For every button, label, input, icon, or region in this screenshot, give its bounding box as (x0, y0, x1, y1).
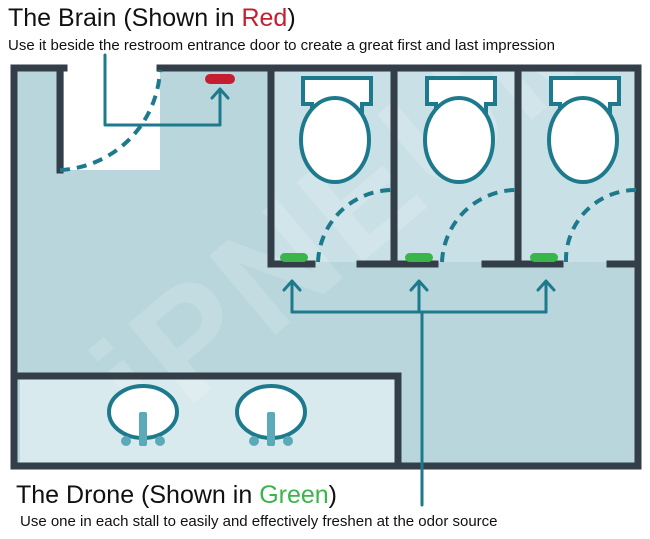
sink-counter (20, 378, 396, 466)
sink-1 (107, 384, 179, 446)
drone-device-2 (405, 253, 433, 262)
sink-2 (235, 384, 307, 446)
drone-description: Use one in each stall to easily and effe… (20, 513, 498, 530)
door-swings (59, 69, 637, 263)
drone-device-3 (530, 253, 558, 262)
drone-title: The Drone (Shown in Green) (16, 481, 337, 509)
brain-description: Use it beside the restroom entrance door… (8, 37, 555, 54)
drone-color-word: Green (259, 481, 329, 509)
toilet-2 (423, 76, 497, 184)
callout-arrows (103, 53, 556, 507)
brain-color-word: Red (241, 4, 288, 32)
brain-device (205, 74, 235, 84)
toilet-1 (299, 76, 373, 184)
walls (10, 64, 642, 470)
brain-title: The Brain (Shown in Red) (8, 4, 296, 32)
drone-device-1 (280, 253, 308, 262)
toilet-3 (547, 76, 621, 184)
